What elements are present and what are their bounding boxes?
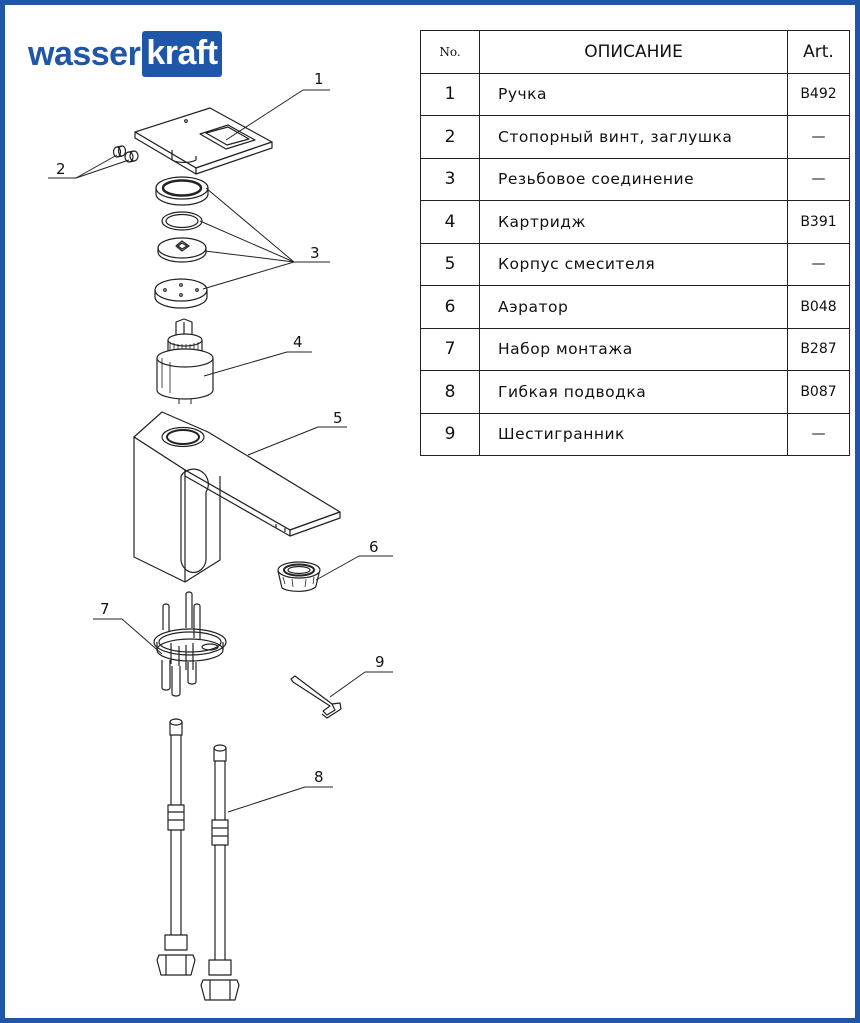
table-row: 4 Картридж B391 xyxy=(420,200,850,244)
row-no: 3 xyxy=(420,157,480,201)
table-row: 3 Резьбовое соединение — xyxy=(420,157,850,201)
callout-number-4: 4 xyxy=(293,333,303,351)
logo-kraft-text: kraft xyxy=(142,31,222,77)
header-art: Art. xyxy=(787,30,850,74)
callout-number-5: 5 xyxy=(333,409,343,427)
row-art: B287 xyxy=(787,327,850,371)
table-row: 8 Гибкая подводка B087 xyxy=(420,370,850,414)
callout-line-1 xyxy=(225,89,330,141)
callout-number-1: 1 xyxy=(314,70,324,88)
callout-number-9: 9 xyxy=(375,653,385,671)
row-art: — xyxy=(787,242,850,286)
row-art: — xyxy=(787,115,850,159)
part-handle xyxy=(134,107,273,175)
row-art: B391 xyxy=(787,200,850,244)
parts-table: No. ОПИСАНИЕ Art. 1 Ручка B492 2 Стопорн… xyxy=(420,30,850,456)
callout-number-3: 3 xyxy=(310,244,320,262)
row-art: B087 xyxy=(787,370,850,414)
row-art: — xyxy=(787,157,850,201)
part-flexible-hoses xyxy=(156,718,240,1001)
logo-wasser-text: wasser xyxy=(28,34,141,73)
table-row: 1 Ручка B492 xyxy=(420,72,850,116)
row-description: Ручка xyxy=(479,72,788,116)
part-mixer-body xyxy=(133,411,341,583)
row-art: B492 xyxy=(787,72,850,116)
part-mounting-set xyxy=(153,591,227,697)
callout-number-8: 8 xyxy=(314,768,324,786)
part-set-screw xyxy=(112,145,139,163)
part-threaded-connection xyxy=(154,176,209,309)
row-no: 6 xyxy=(420,285,480,329)
table-row: 9 Шестигранник — xyxy=(420,412,850,456)
row-description: Резьбовое соединение xyxy=(479,157,788,201)
row-art: — xyxy=(787,412,850,456)
part-cartridge xyxy=(156,318,214,404)
header-description: ОПИСАНИЕ xyxy=(479,30,788,74)
callout-number-7: 7 xyxy=(100,600,110,618)
row-description: Гибкая подводка xyxy=(479,370,788,414)
part-aerator xyxy=(277,561,321,592)
row-no: 4 xyxy=(420,200,480,244)
part-hex-key xyxy=(290,675,342,719)
brand-logo: wasser kraft xyxy=(28,30,222,78)
row-description: Шестигранник xyxy=(479,412,788,456)
callout-number-6: 6 xyxy=(369,538,379,556)
callout-number-2: 2 xyxy=(56,160,66,178)
